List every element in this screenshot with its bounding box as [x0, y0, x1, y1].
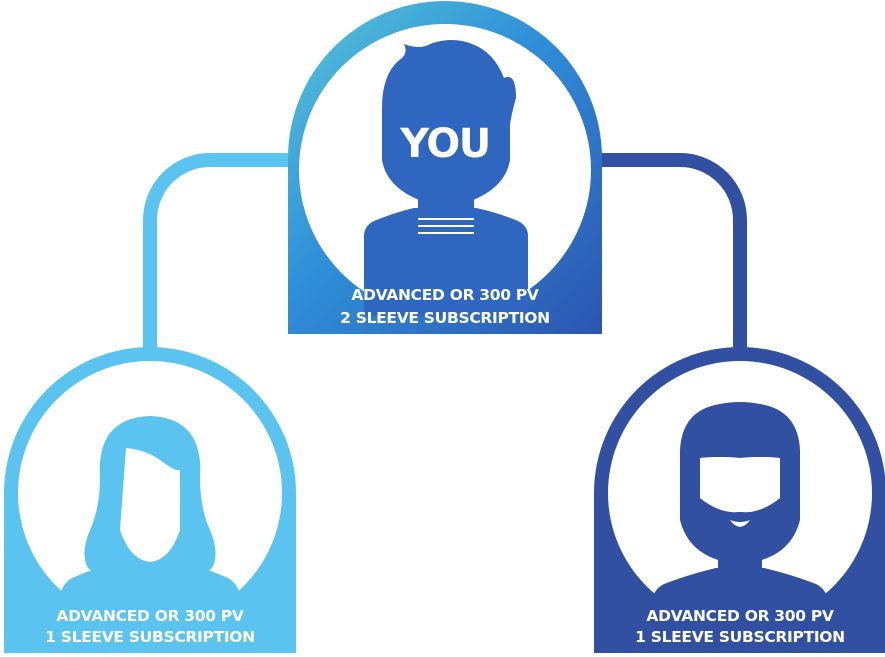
- person-male-icon: [364, 40, 528, 316]
- right-connector-line: [598, 153, 747, 360]
- node-left-label-line2: 1 SLEEVE SUBSCRIPTION: [45, 628, 255, 646]
- you-badge-text: YOU: [400, 121, 491, 167]
- bearded-face-details: [700, 457, 780, 532]
- node-right: [594, 347, 885, 653]
- node-you: [288, 1, 602, 334]
- node-left-label-line1: ADVANCED OR 300 PV: [56, 607, 244, 625]
- node-right-label-line2: 1 SLEEVE SUBSCRIPTION: [635, 628, 845, 646]
- node-right-label-line1: ADVANCED OR 300 PV: [646, 607, 834, 625]
- node-you-label-line2: 2 SLEEVE SUBSCRIPTION: [340, 309, 550, 327]
- female-face: [120, 448, 180, 562]
- node-left: [4, 347, 296, 653]
- node-you-label-line1: ADVANCED OR 300 PV: [351, 286, 539, 304]
- collar-lines: [418, 218, 474, 234]
- left-connector-line: [143, 153, 292, 360]
